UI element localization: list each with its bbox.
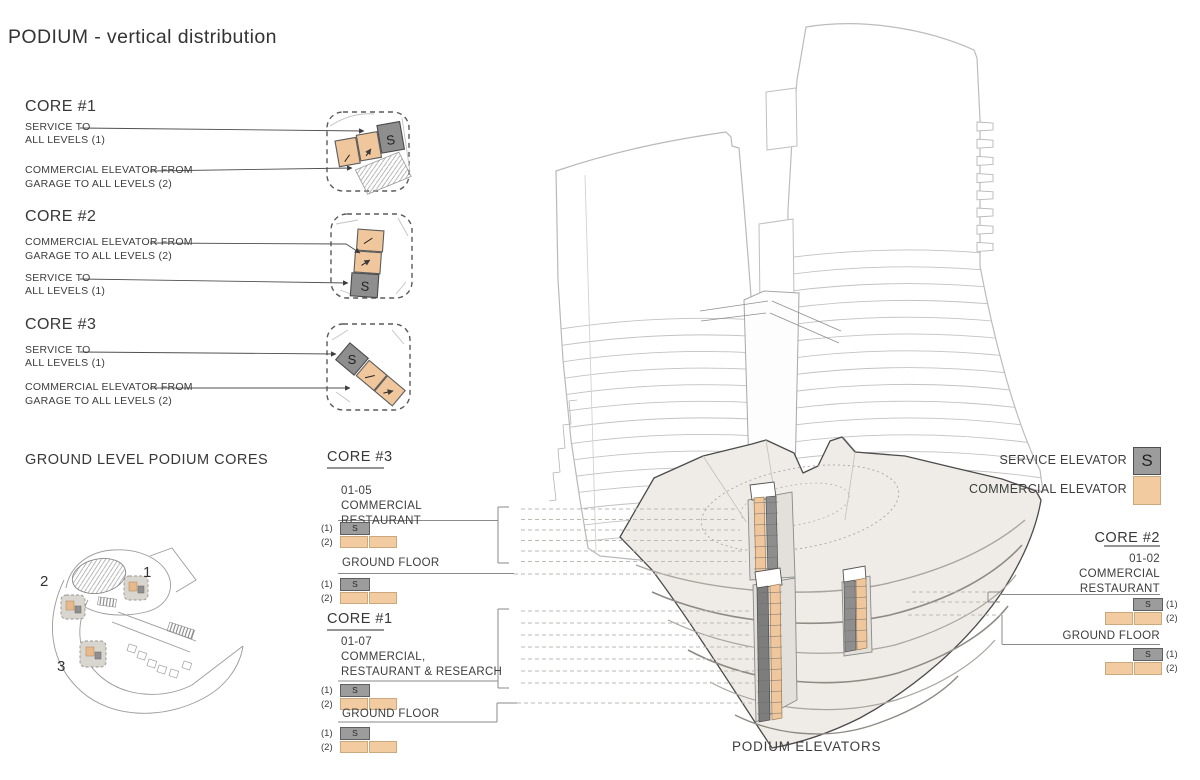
callout-leader-lines	[79, 127, 365, 391]
legend-service-label: SERVICE ELEVATOR	[999, 453, 1127, 467]
plan-label-3: 3	[57, 658, 66, 675]
stack-core3-ground-commercial-box-1	[340, 592, 368, 604]
callout-core2-title: CORE #2	[25, 208, 97, 225]
stack-core3-use-line1: COMMERCIAL	[341, 500, 422, 512]
plan-core-markers	[60, 575, 149, 668]
callout-core2-service-line2: ALL LEVELS (1)	[25, 285, 106, 297]
service-box-s: S	[352, 579, 358, 590]
stack-core1-floors: 01-07	[341, 636, 372, 648]
core1-shaft	[752, 567, 798, 723]
stack-core1-ground-row1-label: (1)	[321, 728, 333, 739]
stack-core1-ground-commercial-box-2	[369, 741, 397, 753]
stack-core2-ground-service-box: S	[1133, 648, 1163, 661]
callout-core3-title: CORE #3	[25, 316, 97, 333]
service-box-s: S	[352, 523, 358, 534]
podium-elevators-caption: PODIUM ELEVATORS	[732, 739, 882, 754]
stack-core3-commercial-box-1	[340, 536, 368, 548]
callout-core1-commercial-line1: COMMERCIAL ELEVATOR FROM	[25, 164, 193, 176]
floor-leader-lines	[327, 467, 1160, 723]
stack-core2-title: CORE #2	[1094, 530, 1160, 546]
stack-core2-ground-label: GROUND FLOOR	[1062, 630, 1160, 642]
stack-core1-ground-label: GROUND FLOOR	[342, 708, 440, 720]
mini-core1-service-s: S	[385, 132, 396, 148]
callout-core2-commercial-line1: COMMERCIAL ELEVATOR FROM	[25, 236, 193, 248]
page-title: PODIUM - vertical distribution	[8, 26, 277, 48]
legend-service-s: S	[1141, 451, 1153, 470]
core2-shaft	[841, 565, 873, 657]
stack-core3-ground-label: GROUND FLOOR	[342, 557, 440, 569]
callout-core3-service-line2: ALL LEVELS (1)	[25, 357, 106, 369]
stack-core1-use-line2: RESTAURANT & RESEARCH	[341, 666, 503, 678]
stack-core3-service-box: S	[340, 522, 370, 535]
core3-mini-plan: S	[326, 323, 411, 411]
stack-core1-ground-row2-label: (2)	[321, 742, 333, 753]
service-box-s: S	[352, 728, 358, 739]
stack-core3-commercial-box-2	[369, 536, 397, 548]
mini-core2-service-s: S	[360, 278, 370, 294]
service-box-s: S	[1145, 599, 1151, 610]
stack-core1-commercial-box-1	[340, 698, 368, 710]
building-axonometric	[548, 23, 1044, 749]
callout-core3-commercial-line1: COMMERCIAL ELEVATOR FROM	[25, 381, 193, 393]
stack-core1-commercial-box-2	[369, 698, 397, 710]
plan-label-2: 2	[40, 573, 49, 590]
stack-core2-floors: 01-02	[1129, 553, 1160, 565]
stack-core1-title: CORE #1	[327, 611, 393, 627]
mini-core3-service-s: S	[348, 352, 357, 367]
stack-core2-service-box: S	[1133, 598, 1163, 611]
stack-core3-ground-row2-label: (2)	[321, 593, 333, 604]
stack-core3-floors: 01-05	[341, 485, 372, 497]
core1-mini-plan: S	[326, 111, 412, 195]
stack-core2-row2-label: (2)	[1166, 613, 1178, 624]
stack-core2-ground-commercial-box-2	[1134, 662, 1162, 675]
ground-plan-heading: GROUND LEVEL PODIUM CORES	[25, 452, 269, 468]
ground-floor-plan	[52, 547, 244, 714]
stack-core1-row1-label: (1)	[321, 685, 333, 696]
callout-core2-service-line1: SERVICE TO	[25, 272, 91, 284]
stack-core2-use-line1: COMMERCIAL	[1079, 568, 1160, 580]
service-box-s: S	[1145, 649, 1151, 660]
stack-core3-ground-commercial-box-2	[369, 592, 397, 604]
callout-core2-commercial-line2: GARAGE TO ALL LEVELS (2)	[25, 250, 173, 262]
stack-core1-service-box: S	[340, 684, 370, 697]
core2-mini-plan: S	[330, 213, 413, 299]
stack-core1-ground-service-box: S	[340, 727, 370, 740]
stack-core2-ground-row2-label: (2)	[1166, 663, 1178, 674]
stack-core2-commercial-box-1	[1105, 612, 1133, 625]
stack-core3-row1-label: (1)	[321, 523, 333, 534]
stack-core3-title: CORE #3	[327, 449, 393, 465]
callout-core1-service-line2: ALL LEVELS (1)	[25, 134, 106, 146]
stack-core1-row2-label: (2)	[321, 699, 333, 710]
callout-core3-service-line1: SERVICE TO	[25, 344, 91, 356]
stack-core2-use-line2: RESTAURANT	[1079, 583, 1160, 595]
stack-core2-commercial-box-2	[1134, 612, 1162, 625]
plan-label-1: 1	[143, 564, 152, 581]
stack-core3-row2-label: (2)	[321, 537, 333, 548]
legend-commercial-box	[1133, 476, 1161, 505]
podium-hull	[619, 436, 1042, 749]
stack-core3-ground-service-box: S	[340, 578, 370, 591]
right-tower	[758, 23, 1044, 493]
stack-core1-use-line1: COMMERCIAL,	[341, 651, 426, 663]
legend-service-box: S	[1133, 447, 1161, 475]
callout-core1-title: CORE #1	[25, 98, 97, 115]
core3-shaft	[747, 481, 796, 581]
stack-core2-ground-row1-label: (1)	[1166, 649, 1178, 660]
callout-core1-commercial-line2: GARAGE TO ALL LEVELS (2)	[25, 178, 173, 190]
stack-core3-ground-row1-label: (1)	[321, 579, 333, 590]
stack-core2-ground-commercial-box-1	[1105, 662, 1133, 675]
callout-core1-service-line1: SERVICE TO	[25, 121, 91, 133]
legend-commercial-label: COMMERCIAL ELEVATOR	[968, 482, 1127, 496]
stack-core1-ground-commercial-box-1	[340, 741, 368, 753]
stack-core2-row1-label: (1)	[1166, 599, 1178, 610]
service-box-s: S	[352, 685, 358, 696]
callout-core3-commercial-line2: GARAGE TO ALL LEVELS (2)	[25, 395, 173, 407]
